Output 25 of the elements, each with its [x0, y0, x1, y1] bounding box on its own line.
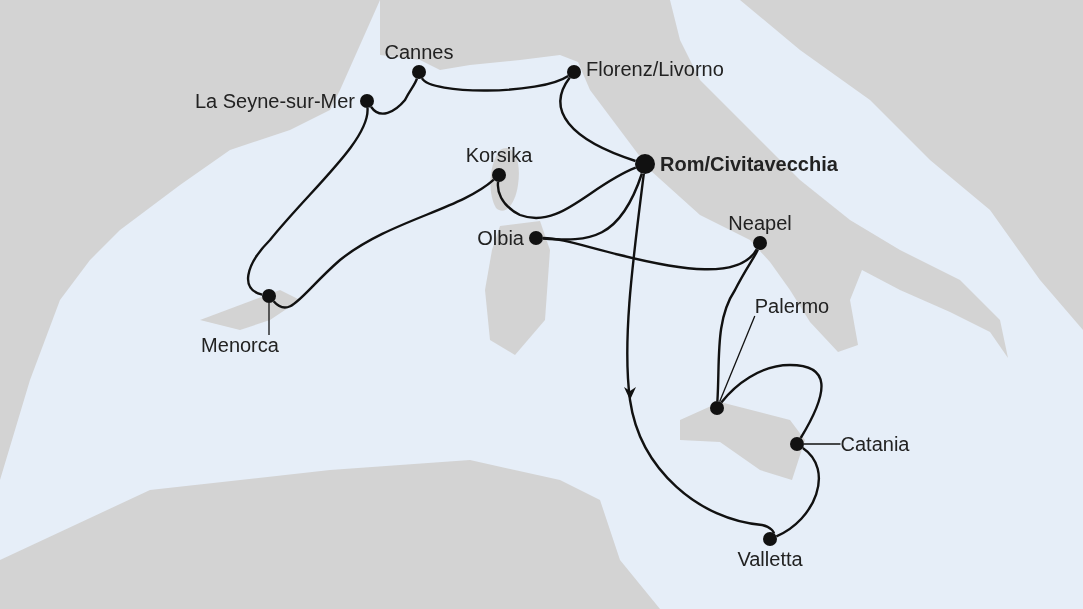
port-name: Palermo	[754, 296, 830, 316]
route-line	[775, 447, 820, 538]
port-name: Menorca	[201, 335, 279, 355]
port-name: Catania	[840, 434, 910, 454]
leader-line	[719, 315, 756, 403]
route-line	[496, 166, 637, 220]
port-name: Rom/Civitavecchia	[660, 154, 838, 174]
route-line	[624, 173, 775, 534]
route-line	[542, 173, 644, 241]
route-line	[720, 363, 823, 439]
route-line	[370, 78, 418, 115]
leader-line	[803, 443, 842, 445]
route-line	[421, 74, 569, 92]
port-name: Cannes	[384, 42, 454, 62]
port-name: Olbia	[477, 228, 524, 248]
route-line	[247, 107, 369, 296]
route-line	[559, 76, 636, 163]
port-name: Valletta	[737, 549, 803, 569]
port-name: Florenz/Livorno	[586, 59, 724, 79]
port-name: Neapel	[728, 213, 792, 233]
route-line	[716, 249, 759, 402]
port-name: La Seyne-sur-Mer	[194, 91, 355, 111]
leader-line	[268, 302, 270, 336]
port-name: Korsika	[465, 145, 533, 165]
route-line	[272, 178, 495, 309]
